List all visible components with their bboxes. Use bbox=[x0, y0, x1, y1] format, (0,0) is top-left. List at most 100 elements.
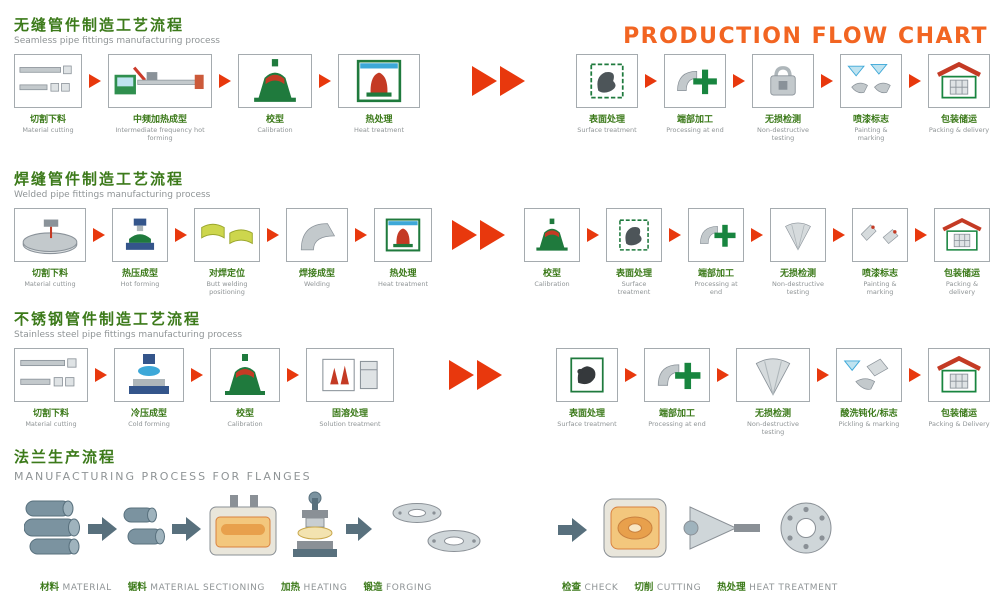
step-label-cn: 包装储运 bbox=[940, 409, 977, 419]
flow-arrow-icon bbox=[95, 368, 107, 382]
flow-arrow-icon bbox=[817, 368, 829, 382]
step-label-cn: 表面处理 bbox=[568, 409, 605, 419]
step-label-cn: 中频加热成型 bbox=[132, 115, 187, 125]
flow-arrow-icon bbox=[645, 74, 657, 88]
section-welded: 焊缝管件制造工艺流程 Welded pipe fittings manufact… bbox=[14, 168, 990, 296]
calibration-press-icon bbox=[210, 348, 280, 402]
heating-furnace-icon bbox=[209, 495, 277, 556]
step-label-cn: 切割下料 bbox=[29, 115, 66, 125]
flow-arrow-icon bbox=[833, 228, 845, 242]
calibration-press-icon bbox=[524, 208, 580, 262]
flange-label-en: MATERIAL bbox=[59, 583, 112, 593]
step-label-en: Non-destructive testing bbox=[747, 420, 799, 437]
flange-label-cn: 锻造 bbox=[363, 582, 383, 593]
ndt-fan-icon bbox=[770, 208, 826, 262]
flange-label-en: MATERIAL SECTIONING bbox=[146, 583, 266, 593]
sectioned-billets-icon bbox=[123, 507, 165, 545]
surface-treatment-dark-icon bbox=[556, 348, 618, 402]
flange-step-label: 切削 CUTTING bbox=[634, 575, 701, 594]
step-label-cn: 热处理 bbox=[389, 269, 417, 279]
packing-delivery-icon bbox=[934, 208, 990, 262]
flow-arrow-icon bbox=[219, 74, 231, 88]
welded-elbow-icon bbox=[286, 208, 348, 262]
step-label-en: Packing & delivery bbox=[945, 280, 979, 297]
hot-forming-press-icon bbox=[112, 208, 168, 262]
step-label-cn: 包装储运 bbox=[943, 269, 980, 279]
ndt-device-icon bbox=[752, 54, 814, 108]
flow-arrow-icon bbox=[319, 74, 331, 88]
section-flanges: 法兰生产流程 MANUFACTURING PROCESS FOR FLANGES bbox=[14, 446, 990, 594]
flange-step-label: 热处理 HEAT TREATMENT bbox=[717, 575, 838, 594]
step-label-cn: 校型 bbox=[542, 269, 561, 279]
step-label-en: Material cutting bbox=[24, 280, 76, 288]
butt-welding-icon bbox=[194, 208, 260, 262]
surface-treatment-icon bbox=[576, 54, 638, 108]
solution-treatment-icon bbox=[306, 348, 394, 402]
flow-arrow-icon bbox=[909, 74, 921, 88]
flange-label-cn: 检查 bbox=[562, 582, 582, 593]
section-title-cn: 不锈钢管件制造工艺流程 bbox=[14, 310, 202, 328]
flow-arrow-icon bbox=[93, 228, 105, 242]
section-title-en: MANUFACTURING PROCESS FOR FLANGES bbox=[14, 470, 312, 483]
step-label-en: Heat treatment bbox=[353, 126, 405, 134]
step-label-cn: 固溶处理 bbox=[331, 409, 368, 419]
step-label-cn: 端部加工 bbox=[658, 409, 695, 419]
material-cutting-icon bbox=[14, 54, 82, 108]
section-title-en: Welded pipe fittings manufacturing proce… bbox=[14, 190, 211, 200]
flow-arrow-icon bbox=[915, 228, 927, 242]
flow-arrow-icon bbox=[172, 517, 201, 541]
step-label-en: Processing at end bbox=[666, 126, 724, 134]
step-label-en: Surface treatment bbox=[557, 420, 617, 428]
raw-material-cylinders-icon bbox=[24, 500, 80, 555]
plate-cutting-icon bbox=[14, 208, 86, 262]
flange-label-en: HEATING bbox=[300, 583, 348, 593]
step-label-en: Surface treatment bbox=[577, 126, 637, 134]
flange-label-cn: 锯料 bbox=[127, 582, 147, 593]
flange-label-cn: 加热 bbox=[281, 582, 301, 593]
step-label-cn: 喷漆标志 bbox=[852, 115, 889, 125]
flange-label-en: CHECK bbox=[581, 583, 619, 593]
flange-step-label: 加热 HEATING bbox=[281, 575, 347, 594]
step-label-en: Surface treatment bbox=[617, 280, 651, 297]
section-title-en: Stainless steel pipe fittings manufactur… bbox=[14, 330, 243, 340]
step-label-cn: 喷漆标志 bbox=[861, 269, 898, 279]
double-arrow-icon bbox=[448, 360, 502, 390]
flange-process-left-graphic bbox=[24, 491, 481, 557]
step-label-en: Cold forming bbox=[128, 420, 170, 428]
flange-labels-right: 检查 CHECK 切削 CUTTING 热处理 HEAT TREATMENT bbox=[562, 575, 854, 594]
step-label-cn: 切割下料 bbox=[32, 409, 69, 419]
step-label-en: Painting & marking bbox=[863, 280, 897, 297]
step-label-cn: 端部加工 bbox=[676, 115, 713, 125]
forging-press-icon bbox=[293, 491, 337, 557]
flange-process-right-graphic bbox=[558, 498, 832, 558]
heat-treatment-furnace-icon bbox=[338, 54, 420, 108]
flange-label-en: HEAT TREATMENT bbox=[745, 583, 838, 593]
section-title-cn: 无缝管件制造工艺流程 bbox=[14, 16, 185, 34]
flow-arrow-icon bbox=[89, 74, 101, 88]
packing-delivery-icon bbox=[928, 54, 990, 108]
calibration-press-icon bbox=[238, 54, 312, 108]
